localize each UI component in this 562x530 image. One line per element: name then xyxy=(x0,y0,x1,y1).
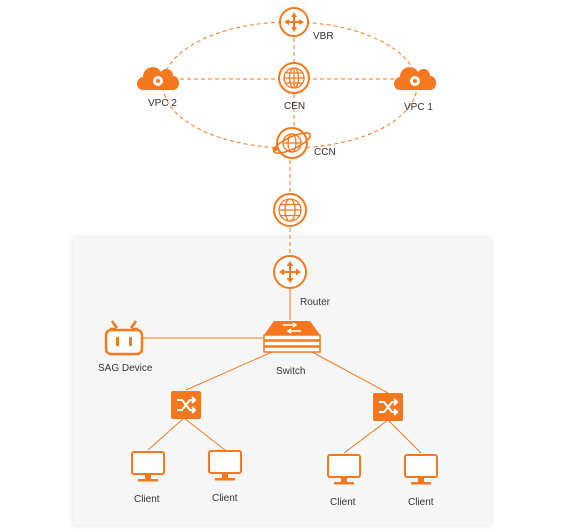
label-client-3: Client xyxy=(330,497,356,508)
monitor-icon xyxy=(327,454,361,485)
label-client-1: Client xyxy=(134,494,160,505)
orbit-globe-icon xyxy=(272,127,312,159)
cloud-icon xyxy=(137,67,179,90)
cloud-icon xyxy=(394,67,436,90)
label-client-4: Client xyxy=(408,497,434,508)
switch-icon xyxy=(263,321,321,353)
label-vbr: VBR xyxy=(313,31,334,42)
access-switch-icon xyxy=(171,391,201,419)
label-vpc1: VPC 1 xyxy=(404,102,433,113)
monitor-icon xyxy=(404,454,438,485)
label-cen: CEN xyxy=(284,101,305,112)
label-ccn: CCN xyxy=(314,147,336,158)
lan-links xyxy=(143,288,422,454)
router-icon xyxy=(279,7,309,37)
monitor-icon xyxy=(208,450,242,481)
label-switch: Switch xyxy=(276,366,305,377)
label-client-2: Client xyxy=(212,493,238,504)
access-switch-icon xyxy=(373,393,403,421)
monitor-icon xyxy=(131,451,165,482)
label-sag: SAG Device xyxy=(98,363,153,374)
label-vpc2: VPC 2 xyxy=(148,98,177,109)
globe-icon xyxy=(278,62,310,94)
router-icon xyxy=(273,255,307,289)
label-router: Router xyxy=(300,297,331,308)
sag-device-icon xyxy=(104,320,144,356)
globe-icon xyxy=(273,193,307,227)
